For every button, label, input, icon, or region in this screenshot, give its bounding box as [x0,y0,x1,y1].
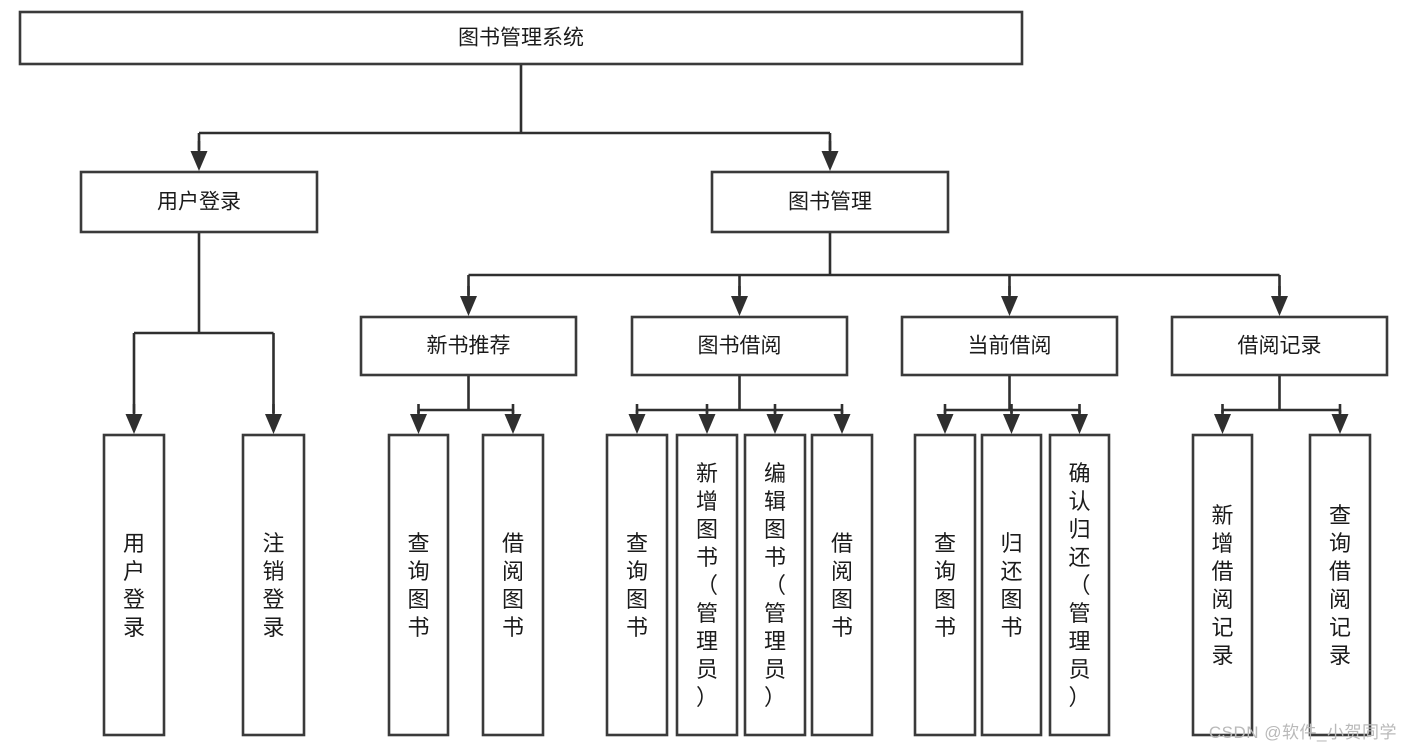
node-leaf-add-record-label: 新增借阅记录 [1211,503,1233,668]
connector-layer [125,64,1349,434]
node-leaf-logout-label: 注销登录 [262,531,284,640]
node-leaf-return-book-box[interactable] [980,433,1043,737]
node-borrow-record[interactable]: 借阅记录 [1170,315,1389,377]
node-leaf-return-book-label: 归还图书 [1000,531,1022,640]
node-leaf-user-login[interactable]: 用户登录 [102,433,166,737]
arrow-down-icon [1071,414,1088,434]
arrow-down-icon [821,151,839,171]
node-leaf-add-book-label: 新增图书（管理员） [696,461,718,710]
node-leaf-add-book[interactable]: 新增图书（管理员） [675,433,739,737]
node-user-login-box[interactable] [79,170,319,234]
node-leaf-borrow-book-2-box[interactable] [810,433,874,737]
node-book-borrow[interactable]: 图书借阅 [630,315,849,377]
node-book-manage-label: 图书管理 [788,191,872,214]
node-leaf-logout-box[interactable] [241,433,306,737]
node-leaf-query-book-3-label: 查询图书 [934,531,956,640]
node-leaf-borrow-book-2-label: 借阅图书 [831,531,853,640]
node-new-book-recommend[interactable]: 新书推荐 [359,315,578,377]
node-new-book-recommend-label: 新书推荐 [427,335,511,358]
node-leaf-query-book-3[interactable]: 查询图书 [913,433,977,737]
node-leaf-confirm-return[interactable]: 确认归还（管理员） [1048,433,1111,737]
node-leaf-return-book[interactable]: 归还图书 [980,433,1043,737]
arrow-down-icon [410,414,427,434]
node-book-borrow-label: 图书借阅 [698,335,782,358]
node-leaf-borrow-book-2[interactable]: 借阅图书 [810,433,874,737]
arrow-down-icon [1331,414,1349,434]
node-leaf-user-login-box[interactable] [102,433,166,737]
node-leaf-add-record-box[interactable] [1191,433,1254,737]
arrow-down-icon [628,414,646,434]
arrow-down-icon [731,296,748,316]
node-root-root-label: 图书管理系统 [458,27,584,50]
node-leaf-query-book-2-box[interactable] [605,433,669,737]
node-borrow-record-box[interactable] [1170,315,1389,377]
node-borrow-record-label: 借阅记录 [1238,335,1322,358]
node-new-book-recommend-box[interactable] [359,315,578,377]
arrow-down-icon [766,414,784,434]
node-leaf-confirm-return-label: 确认归还（管理员） [1068,461,1090,710]
arrow-down-icon [265,414,282,434]
node-root-root-box[interactable] [18,10,1024,66]
node-leaf-user-login-label: 用户登录 [123,531,145,640]
node-book-manage[interactable]: 图书管理 [710,170,950,234]
node-leaf-borrow-book-1-label: 借阅图书 [502,531,524,640]
arrow-down-icon [1271,296,1288,316]
node-leaf-query-book-3-box[interactable] [913,433,977,737]
arrow-down-icon [190,151,208,171]
node-current-borrow-box[interactable] [900,315,1119,377]
node-leaf-query-book-1[interactable]: 查询图书 [387,433,450,737]
node-book-manage-box[interactable] [710,170,950,234]
node-book-borrow-box[interactable] [630,315,849,377]
node-leaf-add-book-box[interactable] [675,433,739,737]
node-leaf-add-record[interactable]: 新增借阅记录 [1191,433,1254,737]
node-leaf-query-book-2-label: 查询图书 [626,531,648,640]
node-leaf-logout[interactable]: 注销登录 [241,433,306,737]
node-current-borrow-label: 当前借阅 [968,335,1052,358]
node-leaf-edit-book-box[interactable] [743,433,807,737]
node-leaf-edit-book[interactable]: 编辑图书（管理员） [743,433,807,737]
node-layer: 图书管理系统用户登录图书管理新书推荐图书借阅当前借阅借阅记录用户登录注销登录查询… [18,10,1389,737]
arrow-down-icon [460,296,477,316]
node-leaf-borrow-book-1[interactable]: 借阅图书 [481,433,545,737]
arrow-down-icon [1001,296,1018,316]
node-leaf-edit-book-label: 编辑图书（管理员） [764,461,786,710]
node-current-borrow[interactable]: 当前借阅 [900,315,1119,377]
arrow-down-icon [1214,414,1231,434]
node-leaf-query-book-1-box[interactable] [387,433,450,737]
arrow-down-icon [125,414,143,434]
node-user-login-label: 用户登录 [157,191,241,214]
node-leaf-query-book-2[interactable]: 查询图书 [605,433,669,737]
arrow-down-icon [833,414,851,434]
arrow-down-icon [698,414,716,434]
node-root-root[interactable]: 图书管理系统 [18,10,1024,66]
node-leaf-query-book-1-label: 查询图书 [407,531,429,640]
arrow-down-icon [936,414,954,434]
node-user-login[interactable]: 用户登录 [79,170,319,234]
arrow-down-icon [504,414,522,434]
node-leaf-query-record-label: 查询借阅记录 [1329,503,1351,668]
node-leaf-confirm-return-box[interactable] [1048,433,1111,737]
node-leaf-query-record-box[interactable] [1308,433,1372,737]
arrow-down-icon [1003,414,1020,434]
node-leaf-query-record[interactable]: 查询借阅记录 [1308,433,1372,737]
node-leaf-borrow-book-1-box[interactable] [481,433,545,737]
